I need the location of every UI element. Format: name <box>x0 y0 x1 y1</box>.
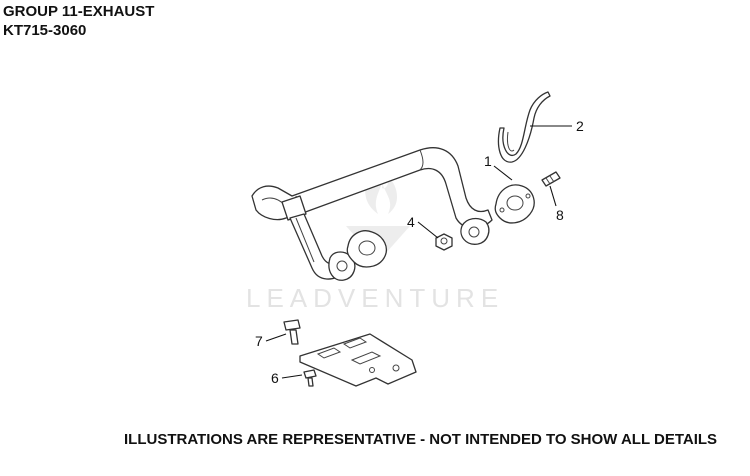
cable-tie-part-2 <box>497 91 551 163</box>
callout-2: 2 <box>576 118 584 134</box>
nut-part-4 <box>435 233 453 251</box>
screw-part-6 <box>303 369 317 387</box>
disclaimer-text: ILLUSTRATIONS ARE REPRESENTATIVE - NOT I… <box>124 431 718 448</box>
stud-part-8 <box>541 171 561 187</box>
callout-7: 7 <box>255 333 263 349</box>
watermark-text: LEADVENTURE <box>246 283 504 313</box>
exhaust-pipe <box>251 147 493 281</box>
leader-line-6 <box>281 374 303 379</box>
callout-6: 6 <box>271 370 279 386</box>
callout-4: 4 <box>407 214 415 230</box>
callout-1: 1 <box>484 153 492 169</box>
leader-line-7 <box>265 333 287 342</box>
leader-line-4 <box>417 221 439 239</box>
gasket-part-1 <box>494 184 535 224</box>
gasket-center <box>346 230 387 268</box>
group-title: GROUP 11-EXHAUST <box>3 3 155 20</box>
leader-line-1 <box>493 165 513 181</box>
bolt-part-7 <box>283 319 301 345</box>
callout-8: 8 <box>556 207 564 223</box>
mounting-bracket <box>299 333 417 387</box>
model-number: KT715-3060 <box>3 22 87 39</box>
leader-line-8 <box>549 185 557 207</box>
